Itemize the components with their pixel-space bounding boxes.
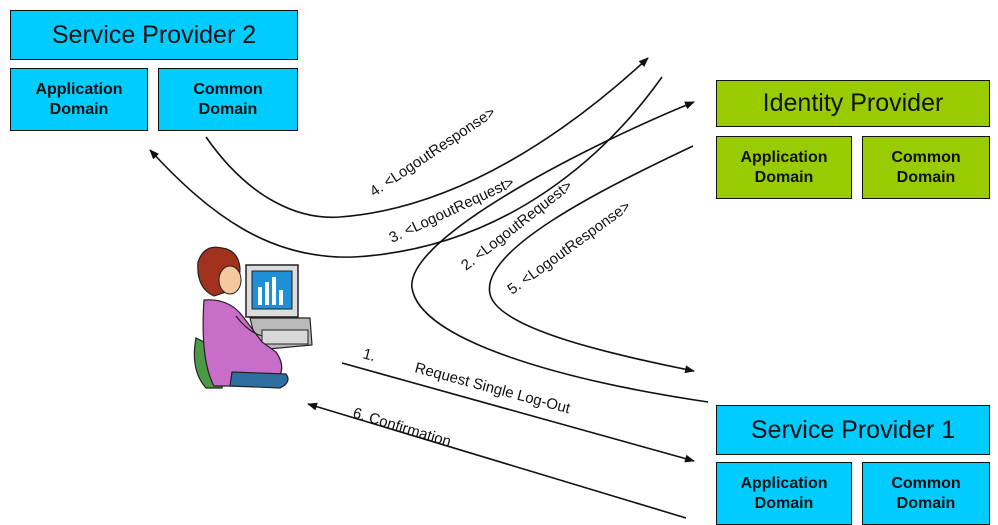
arrow-1-request-single-log-out xyxy=(341,362,695,463)
label-m6: 6. Confirmation xyxy=(351,405,453,451)
identity-provider-application-domain: Application Domain xyxy=(716,136,852,199)
arrow-3-logout-request xyxy=(149,76,663,258)
service-provider-2-common-domain: Common Domain xyxy=(158,68,298,131)
service-provider-2-application-domain: Application Domain xyxy=(10,68,148,131)
service-provider-2-title: Service Provider 2 xyxy=(10,10,298,60)
identity-provider-common-domain: Common Domain xyxy=(862,136,990,199)
label-m4: 4. <LogoutResponse> xyxy=(367,104,499,201)
identity-provider-title: Identity Provider xyxy=(716,80,990,127)
label-m1-text: Request Single Log-Out xyxy=(413,359,573,417)
label-m1-number: 1. xyxy=(361,345,377,365)
user-at-computer-icon xyxy=(193,246,313,389)
arrow-6-confirmation xyxy=(307,402,687,519)
service-provider-1-title: Service Provider 1 xyxy=(716,405,990,455)
arrow-5-logout-response xyxy=(488,145,695,374)
arrow-2-logout-request xyxy=(411,101,709,403)
service-provider-1-application-domain: Application Domain xyxy=(716,462,852,525)
arrow-4-logout-response xyxy=(205,57,649,219)
